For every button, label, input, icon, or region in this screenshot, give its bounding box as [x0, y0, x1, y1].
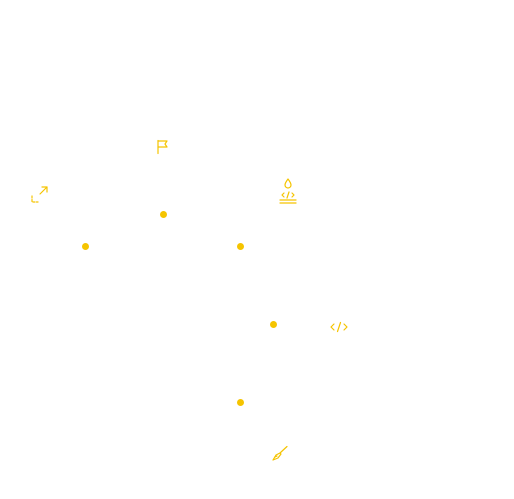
dot-4	[270, 321, 277, 328]
flag-icon	[156, 139, 170, 155]
expand-arrow-icon	[30, 184, 50, 204]
dot-5	[237, 399, 244, 406]
code-icon	[330, 321, 348, 333]
dot-2	[82, 243, 89, 250]
dot-1	[160, 211, 167, 218]
code-drop-icon	[278, 177, 298, 205]
dot-3	[237, 243, 244, 250]
brush-icon	[271, 445, 289, 463]
